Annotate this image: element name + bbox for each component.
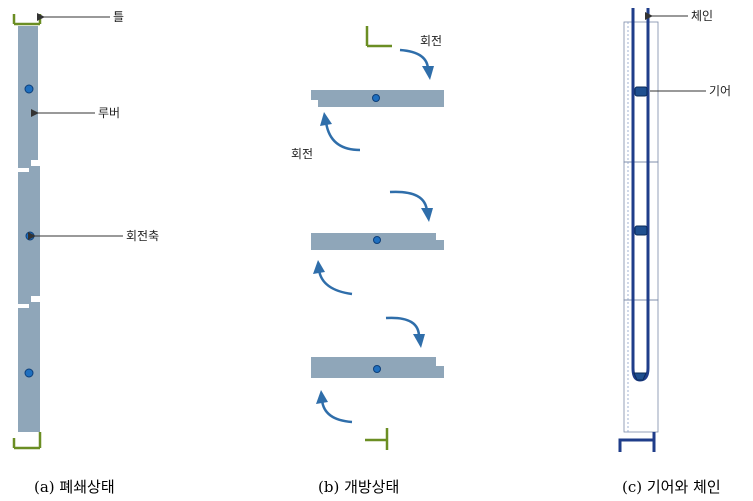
rotation-label-bottom: 회전 bbox=[291, 147, 313, 161]
rotation-arrow-2-top bbox=[389, 190, 429, 213]
gear-1 bbox=[634, 86, 648, 97]
panel-b-open: 회전 회전 (b) 개방상태 bbox=[291, 26, 444, 496]
frame-top-b bbox=[365, 26, 392, 48]
caption-c: (c) 기어와 체인 bbox=[622, 478, 721, 496]
rotation-arrowhead-2-bottom bbox=[313, 260, 325, 274]
chain-label: 체인 bbox=[691, 9, 713, 23]
frame-label: 틀 bbox=[113, 10, 124, 24]
louver-slat-1 bbox=[18, 26, 38, 168]
gear-label: 기어 bbox=[709, 84, 731, 98]
rotation-arrow-1-bottom bbox=[324, 121, 361, 152]
frame-bottom-a bbox=[12, 432, 42, 450]
caption-b: (b) 개방상태 bbox=[318, 478, 399, 496]
louver-slat-3 bbox=[18, 302, 40, 432]
housing-3 bbox=[623, 299, 659, 433]
panel-c-gear-chain: 체인 기어 (c) 기어와 체인 bbox=[618, 8, 731, 496]
pivot-pin-2 bbox=[25, 231, 35, 241]
louver-label: 루버 bbox=[98, 106, 120, 120]
rotation-label-top: 회전 bbox=[420, 34, 442, 48]
caption-a: (a) 폐쇄상태 bbox=[34, 478, 115, 496]
panel-a-closed: 틀 루버 회전축 (a) 폐쇄상태 bbox=[12, 10, 159, 496]
rotation-arrowhead-3-bottom bbox=[316, 390, 328, 404]
rotation-arrow-2-bottom bbox=[317, 269, 353, 296]
frame-bottom-b bbox=[365, 428, 389, 450]
gear-3 bbox=[633, 372, 647, 381]
frame-bottom-c bbox=[618, 432, 656, 452]
rotation-arrow-3-bottom bbox=[320, 399, 353, 424]
rotation-arrowhead-1-bottom bbox=[320, 112, 332, 126]
frame-top-a bbox=[12, 14, 42, 26]
open-pivot-1 bbox=[372, 94, 380, 102]
rotation-arrowhead-3-top bbox=[413, 334, 425, 348]
open-pivot-2 bbox=[373, 236, 381, 244]
chain bbox=[631, 8, 650, 382]
open-pivot-3 bbox=[373, 365, 381, 373]
rotation-arrowhead-1-top bbox=[422, 66, 434, 80]
pivot-pin-3 bbox=[24, 368, 34, 378]
rotation-arrowhead-2-top bbox=[421, 208, 433, 222]
gear-2 bbox=[634, 225, 648, 236]
pivot-label: 회전축 bbox=[126, 229, 159, 243]
pivot-pin-1 bbox=[24, 84, 34, 94]
